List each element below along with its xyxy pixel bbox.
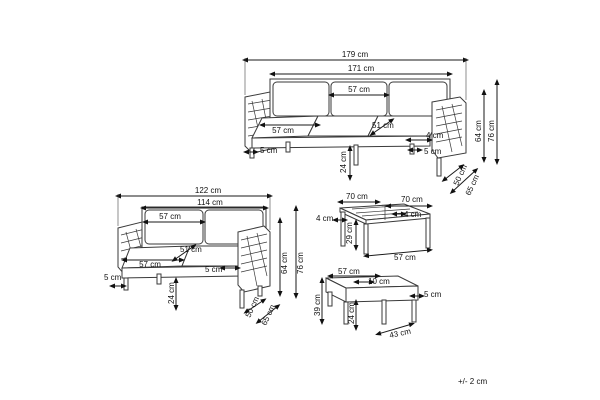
sofa-seat-cushion-label: 57 cm <box>272 126 294 135</box>
ottoman-leg <box>343 301 349 325</box>
ottoman-depth-line <box>375 322 415 336</box>
sofa-base-rail <box>251 135 431 149</box>
table-left-offset-label: 4 cm <box>316 214 334 223</box>
sofa-depth-total-label: 65 cm <box>464 173 482 197</box>
ottoman-right-offset-label: 5 cm <box>424 290 442 299</box>
loveseat-leg-inset-label: 5 cm <box>104 273 122 282</box>
ottoman-leg-height-label: 24 cm <box>347 302 356 324</box>
ottoman-leg <box>411 299 417 323</box>
loveseat-inner-width-label: 114 cm <box>197 198 223 207</box>
sofa-left-leg-inset-label: 5 cm <box>260 146 278 155</box>
table-leg <box>425 217 431 249</box>
sofa-back-cushion <box>272 81 330 117</box>
loveseat-seat-height-label: 64 cm <box>280 252 289 274</box>
loveseat-total-height-label: 76 cm <box>296 252 305 274</box>
table-leg-span-label: 57 cm <box>394 253 416 262</box>
sofa-seat-height-label: 64 cm <box>474 120 483 142</box>
loveseat-cushion-inset-label: 5 cm <box>205 265 223 274</box>
loveseat-leg <box>156 273 162 285</box>
sofa-seat-cushion <box>307 115 379 137</box>
ottoman-inner-width-label: 10 cm <box>368 277 390 286</box>
ottoman-drawing: 57 cm 10 cm 5 cm 39 cm 24 cm 43 cm <box>313 267 442 340</box>
table-height-label: 29 cm <box>345 222 354 244</box>
sofa-leg <box>353 144 359 166</box>
ottoman-total-height-label: 39 cm <box>313 294 322 316</box>
sofa-overall-width-label: 179 cm <box>342 50 369 59</box>
loveseat-right-arm <box>237 225 271 293</box>
sofa-seat-depth-label: 51 cm <box>372 121 394 130</box>
sofa-right-leg-inset-label: 5 cm <box>424 147 442 156</box>
loveseat-back-cushion-label: 57 cm <box>159 212 181 221</box>
sofa-drawing: 179 cm 171 cm 57 cm 57 cm 51 cm 4 cm 5 c… <box>242 50 500 197</box>
sofa-inner-width-label: 171 cm <box>348 64 375 73</box>
sofa-back-cushion-label: 57 cm <box>348 85 370 94</box>
loveseat-leg <box>239 289 245 309</box>
sofa-depth-inner-label: 50 cm <box>452 163 470 187</box>
loveseat-right-arm-weave <box>240 232 268 287</box>
sofa-leg <box>285 141 291 153</box>
loveseat-depth-inner-line <box>243 298 267 314</box>
ottoman-top-width-label: 57 cm <box>338 267 360 276</box>
tolerance-note: +/- 2 cm <box>458 377 487 386</box>
ottoman-front <box>345 285 419 303</box>
sofa-right-arm <box>431 96 467 159</box>
table-width-label: 70 cm <box>346 192 368 201</box>
loveseat-seat-cushion-label: 57 cm <box>139 260 161 269</box>
table-leg <box>340 211 346 247</box>
table-right-offset-label: 4 cm <box>404 210 422 219</box>
table-drawing: 70 cm 70 cm 4 cm 4 cm 29 cm 57 cm <box>316 192 433 262</box>
loveseat-leg-height-label: 24 cm <box>167 282 176 304</box>
sofa-total-height-label: 76 cm <box>487 120 496 142</box>
table-leg-span-line <box>363 247 433 259</box>
sofa-seat-depth-line <box>369 118 395 136</box>
table-top-slats <box>351 205 419 220</box>
loveseat-leg <box>123 277 129 291</box>
sofa-leg <box>409 143 415 155</box>
sofa-leg-height-label: 24 cm <box>339 151 348 173</box>
table-leg <box>363 223 369 255</box>
ottoman-depth-label: 43 cm <box>389 327 413 340</box>
sofa-leg <box>436 157 442 177</box>
sofa-right-arm-weave <box>435 103 463 153</box>
sofa-leg <box>249 147 255 159</box>
loveseat-drawing: 122 cm 114 cm 57 cm 51 cm 57 cm 5 cm 5 c… <box>104 186 305 327</box>
loveseat-depth-inner-label: 50 cm <box>244 295 262 319</box>
table-depth-label: 70 cm <box>401 195 423 204</box>
sofa-depth-total-line <box>449 167 479 195</box>
loveseat-depth-total-line <box>255 304 281 324</box>
ottoman-leg <box>381 299 387 325</box>
ottoman-leg <box>327 291 333 307</box>
sofa-arm-offset-label: 4 cm <box>426 131 444 140</box>
loveseat-overall-width-label: 122 cm <box>195 186 222 195</box>
loveseat-depth-total-label: 65 cm <box>260 303 278 327</box>
loveseat-leg <box>257 285 263 297</box>
loveseat-seat-depth-label: 51 cm <box>180 245 202 254</box>
